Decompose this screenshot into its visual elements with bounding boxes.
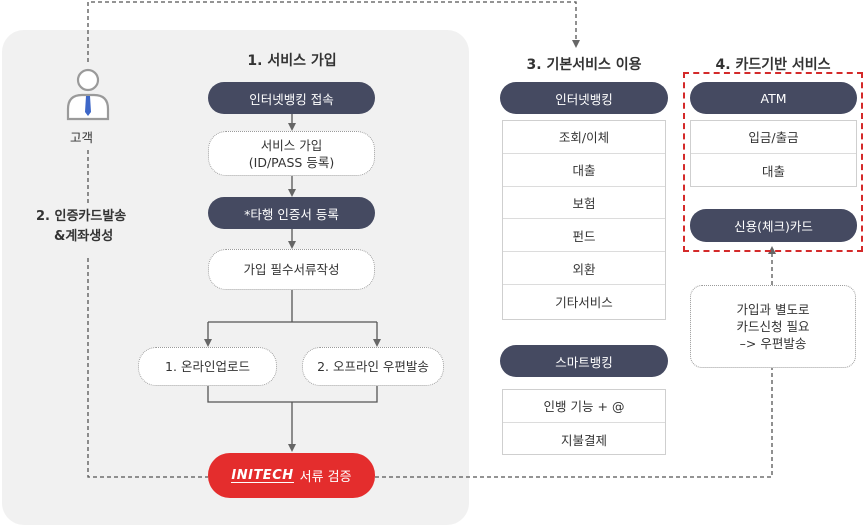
service-join-line1: 서비스 가입: [260, 137, 323, 153]
other-cert-register-step: *타행 인증서 등록: [208, 197, 375, 229]
smart-banking-header: 스마트뱅킹: [500, 345, 668, 377]
internet-banking-list: 조회/이체 대출 보험 펀드 외환 기타서비스: [502, 120, 666, 320]
list-item: 입금/출금: [691, 121, 856, 154]
document-verify-label: 서류 검증: [299, 470, 352, 485]
step2-label-line1: 2. 인증카드발송: [36, 209, 127, 224]
step3-title: 3. 기본서비스 이용: [526, 57, 642, 73]
online-upload-label: 1. 온라인업로드: [165, 359, 250, 374]
offline-mail-label: 2. 오프라인 우편발송: [317, 359, 429, 374]
service-join-step: 서비스 가입 (ID/PASS 등록): [208, 131, 375, 176]
credit-card-header: 신용(체크)카드: [690, 209, 857, 242]
atm-list: 입금/출금 대출: [690, 120, 857, 187]
customer-label: 고객: [70, 130, 94, 145]
service-join-line2: (ID/PASS 등록): [248, 154, 335, 170]
list-item: 인뱅 기능 + @: [503, 390, 665, 423]
required-docs-label: 가입 필수서류작성: [243, 262, 340, 277]
card-note-line3: –> 우편발송: [739, 336, 807, 351]
card-apply-note: 가입과 별도로 카드신청 필요 –> 우편발송: [690, 285, 856, 368]
internet-banking-header: 인터넷뱅킹: [500, 82, 668, 114]
user-icon: [66, 68, 110, 121]
list-item: 펀드: [503, 219, 665, 253]
list-item: 조회/이체: [503, 121, 665, 154]
required-docs-step: 가입 필수서류작성: [208, 249, 375, 290]
step2-label-line2: &계좌생성: [54, 229, 114, 244]
step4-title: 4. 카드기반 서비스: [715, 57, 831, 73]
customer-icon-wrap: [62, 65, 114, 121]
initech-logo: INITECH: [231, 467, 294, 483]
list-item: 기타서비스: [555, 294, 613, 310]
card-note-line1: 가입과 별도로: [736, 302, 810, 317]
list-item: 대출: [503, 154, 665, 187]
list-item: 외환: [503, 252, 665, 285]
document-verify-step: INITECH 서류 검증: [208, 453, 375, 498]
list-item: 대출: [761, 163, 785, 179]
atm-header: ATM: [690, 82, 857, 114]
step1-title: 1. 서비스 가입: [247, 53, 337, 69]
card-note-line2: 카드신청 필요: [736, 319, 810, 334]
internet-banking-connect-step: 인터넷뱅킹 접속: [208, 82, 375, 114]
list-item: 보험: [503, 187, 665, 220]
smart-banking-list: 인뱅 기능 + @ 지불결제: [502, 389, 666, 455]
card-service-frame: [683, 72, 863, 252]
list-item: 지불결제: [560, 432, 607, 448]
online-upload-step: 1. 온라인업로드: [138, 347, 277, 386]
offline-mail-step: 2. 오프라인 우편발송: [302, 347, 444, 386]
